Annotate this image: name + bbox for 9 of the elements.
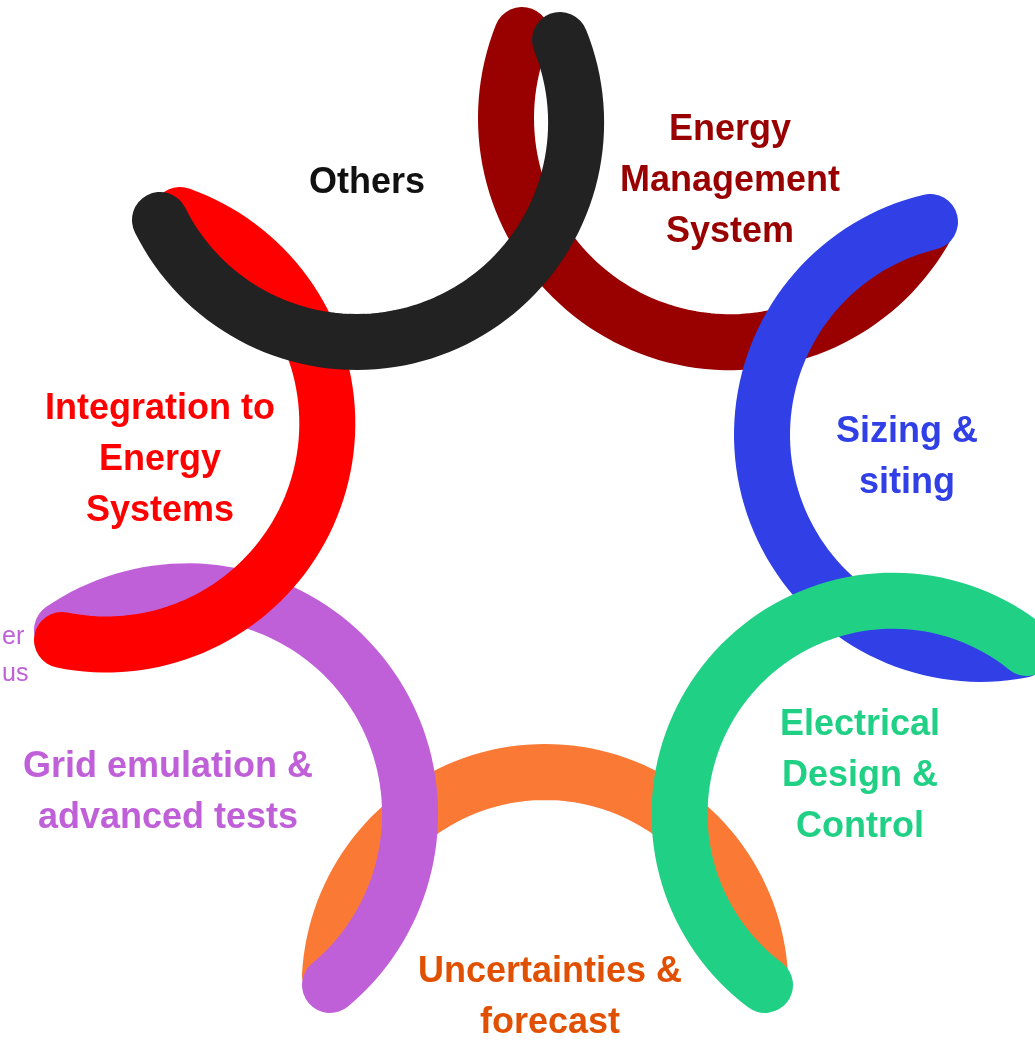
topic-label: Integration to Energy Systems [40,380,280,534]
cut-off-text: us [2,657,29,687]
topic-label: Electrical Design & Control [755,696,965,850]
topic-label: Sizing & siting [832,404,982,506]
topic-label: Grid emulation & advanced tests [8,739,328,841]
topic-label: Energy Management System [590,101,870,255]
topic-label: Uncertainties & forecast [405,944,695,1046]
cut-off-text: er [2,620,25,650]
topic-label: Others [267,154,467,206]
